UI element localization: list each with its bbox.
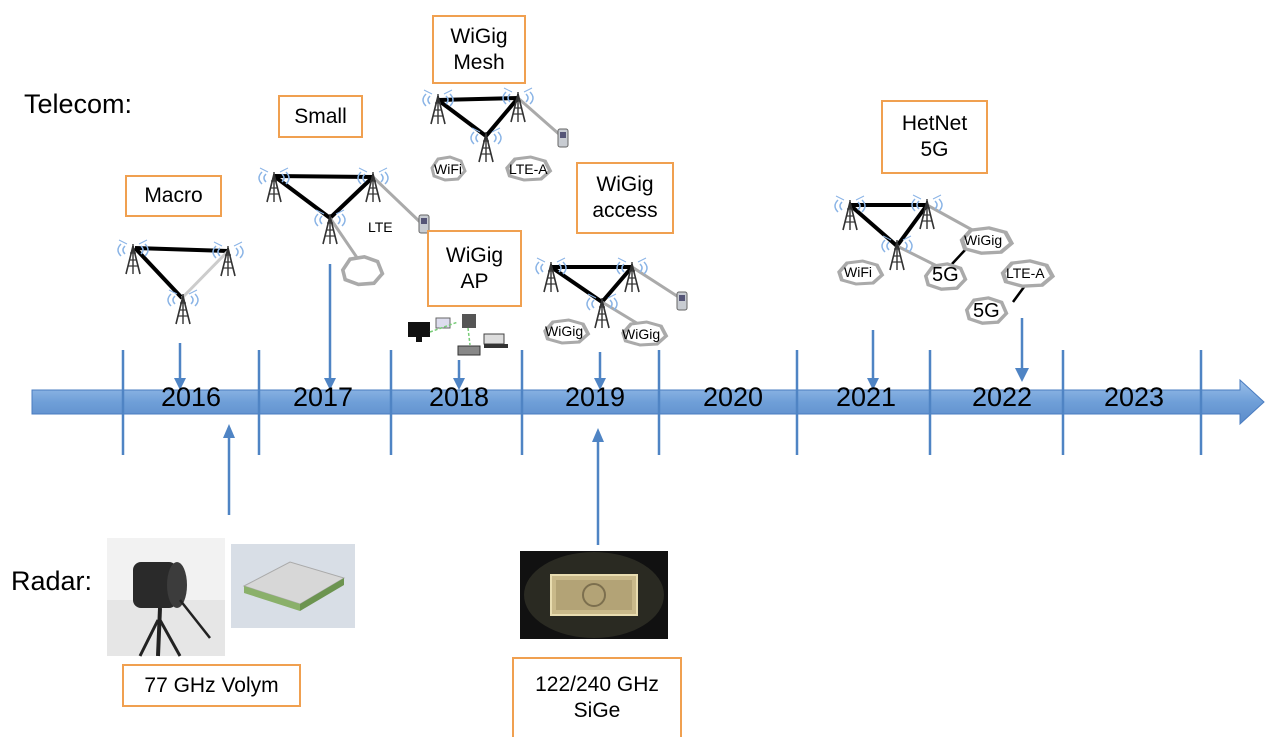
- hetnet-wigig-label: WiGig: [964, 232, 1003, 248]
- year-2017: 2017: [292, 382, 354, 412]
- hetnet-network: [834, 194, 1053, 326]
- small-box: Small: [278, 95, 363, 138]
- macro-label: Macro: [144, 184, 203, 207]
- wigig-access-label-line1: WiGig: [596, 173, 654, 196]
- year-2020: 2020: [702, 382, 764, 412]
- wigig-mesh-network: [422, 87, 569, 182]
- cell-tower-icon: [212, 241, 244, 277]
- hetnet-label-line2: 5G: [920, 138, 949, 161]
- sige-label-line1: 122/240 GHz: [535, 673, 659, 696]
- wigig-mesh-label-line2: Mesh: [453, 50, 505, 74]
- radar-pointers: [223, 424, 604, 545]
- telecom-pointers: [174, 264, 1029, 390]
- year-2019: 2019: [564, 382, 626, 412]
- cell-tower-icon: [470, 127, 502, 163]
- hetnet-wifi-label: WiFi: [844, 264, 872, 280]
- year-2023: 2023: [1103, 382, 1165, 412]
- radar-module-photo: [231, 544, 355, 628]
- wigig-mesh-label-line1: WiGig: [450, 24, 508, 48]
- cell-tower-icon: [586, 293, 618, 329]
- wigig-mesh-box: WiGig Mesh: [432, 15, 526, 84]
- cell-tower-icon: [167, 289, 199, 325]
- mesh-wifi-label: WiFi: [434, 161, 462, 177]
- timeline-ticks: [121, 350, 1203, 455]
- wigig-access-label-line2: access: [592, 199, 658, 222]
- mobile-phone-icon: [557, 128, 569, 148]
- cell-tower-icon: [881, 235, 913, 271]
- wigig-access-box: WiGig access: [576, 162, 674, 234]
- year-2016: 2016: [160, 382, 222, 412]
- small-label: Small: [294, 104, 347, 128]
- wigig-ap-devices: [408, 314, 508, 356]
- wigig-access-network: [535, 257, 688, 347]
- radar-label: Radar:: [11, 566, 93, 596]
- mesh-ltea-label: LTE-A: [509, 161, 548, 177]
- year-2018: 2018: [428, 382, 490, 412]
- telecom-label: Telecom:: [24, 89, 133, 119]
- cell-tower-icon: [502, 87, 534, 123]
- sige-box: 122/240 GHz SiGe: [512, 657, 682, 737]
- timeline-arrow: [31, 378, 1265, 426]
- hetnet-5g-label-2: 5G: [973, 300, 1000, 322]
- wigig-ap-label-line2: AP: [460, 269, 489, 293]
- wigig-ap-box: WiGig AP: [427, 230, 522, 307]
- small-network: [258, 167, 430, 287]
- cell-tower-icon: [314, 209, 346, 245]
- macro-box: Macro: [125, 175, 222, 217]
- year-2021: 2021: [835, 382, 897, 412]
- radar-sensor-photo: [107, 538, 225, 657]
- mobile-phone-icon: [676, 291, 688, 311]
- hetnet-label-line1: HetNet: [901, 112, 968, 135]
- hetnet-5g-label-1: 5G: [932, 264, 959, 286]
- hetnet-box: HetNet 5G: [881, 100, 988, 174]
- sige-chip-photo: [520, 551, 668, 639]
- volym-label: 77 GHz Volym: [144, 673, 279, 697]
- volym-box: 77 GHz Volym: [122, 664, 301, 707]
- hetnet-ltea-label: LTE-A: [1006, 265, 1045, 281]
- access-wigig-label-2: WiGig: [622, 326, 661, 342]
- sige-label-line2: SiGe: [573, 699, 621, 722]
- access-wigig-label-1: WiGig: [545, 323, 584, 339]
- computer-icon: [408, 322, 430, 337]
- cloud-cell-icon: [340, 254, 385, 287]
- year-2022: 2022: [971, 382, 1033, 412]
- macro-network: [117, 239, 244, 325]
- wigig-ap-label-line1: WiGig: [445, 243, 504, 267]
- lte-label: LTE: [368, 219, 393, 235]
